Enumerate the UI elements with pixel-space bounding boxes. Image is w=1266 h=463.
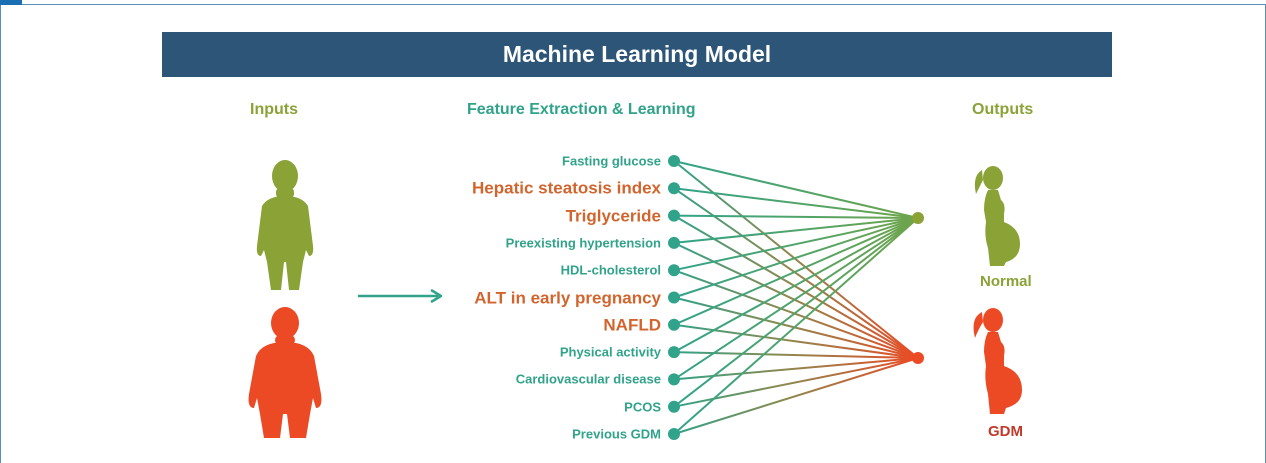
feature-label: Previous GDM — [572, 426, 661, 442]
input-node — [668, 291, 680, 304]
title-bar: Machine Learning Model — [162, 32, 1112, 77]
feature-label: Triglyceride — [565, 206, 661, 226]
input-node — [668, 400, 680, 413]
input-node — [668, 346, 680, 359]
connection-lines — [673, 160, 919, 435]
input-node — [668, 182, 680, 195]
edge-to-gdm — [673, 214, 919, 359]
input-node — [668, 155, 680, 167]
input-node — [668, 236, 680, 249]
feature-label: Preexisting hypertension — [505, 235, 661, 251]
edge-to-normal — [673, 217, 919, 272]
feature-label: ALT in early pregnancy — [474, 288, 661, 307]
output-label-normal: Normal — [980, 273, 1032, 290]
input-node — [668, 373, 680, 386]
edge-to-gdm — [673, 269, 919, 359]
feature-heading: Feature Extraction & Learning — [467, 101, 696, 118]
inputs-heading: Inputs — [250, 101, 298, 118]
input-node — [668, 318, 680, 331]
edge-to-normal — [673, 160, 919, 219]
edge-to-normal — [673, 214, 919, 219]
feature-label: PCOS — [624, 399, 661, 415]
edge-to-gdm — [673, 357, 919, 435]
outputs-heading: Outputs — [972, 101, 1034, 118]
edge-to-normal — [673, 217, 919, 244]
edge-to-normal — [673, 217, 919, 408]
top-border — [22, 4, 1266, 5]
pregnant-woman-gdm-icon — [973, 308, 1022, 414]
input-node — [668, 209, 680, 222]
woman-silhouette-icon — [256, 160, 314, 290]
edge-to-gdm — [673, 357, 919, 408]
obese-woman-silhouette-icon — [248, 307, 322, 438]
edge-to-normal — [673, 217, 919, 299]
top-accent-bar — [0, 0, 22, 5]
input-node — [668, 428, 680, 440]
edge-to-normal — [673, 217, 919, 435]
input-node — [668, 264, 680, 277]
feature-label: Cardiovascular disease — [515, 371, 661, 387]
input-nodes — [668, 155, 680, 440]
edge-to-normal — [673, 217, 919, 381]
edge-to-normal — [673, 217, 919, 353]
pregnant-woman-normal-icon — [974, 166, 1020, 266]
output-node-normal — [912, 212, 924, 224]
feature-label: Physical activity — [559, 344, 661, 360]
edge-to-normal — [673, 217, 919, 326]
output-label-gdm: GDM — [988, 423, 1023, 440]
edge-to-normal — [673, 187, 919, 219]
output-node-gdm — [912, 352, 924, 364]
right-arrow-icon — [358, 288, 443, 304]
feature-label: Hepatic steatosis index — [472, 178, 661, 198]
feature-label: NAFLD — [603, 315, 661, 335]
left-border — [0, 5, 1, 463]
feature-label: Fasting glucose — [562, 153, 661, 169]
feature-label: HDL-cholesterol — [560, 262, 661, 278]
